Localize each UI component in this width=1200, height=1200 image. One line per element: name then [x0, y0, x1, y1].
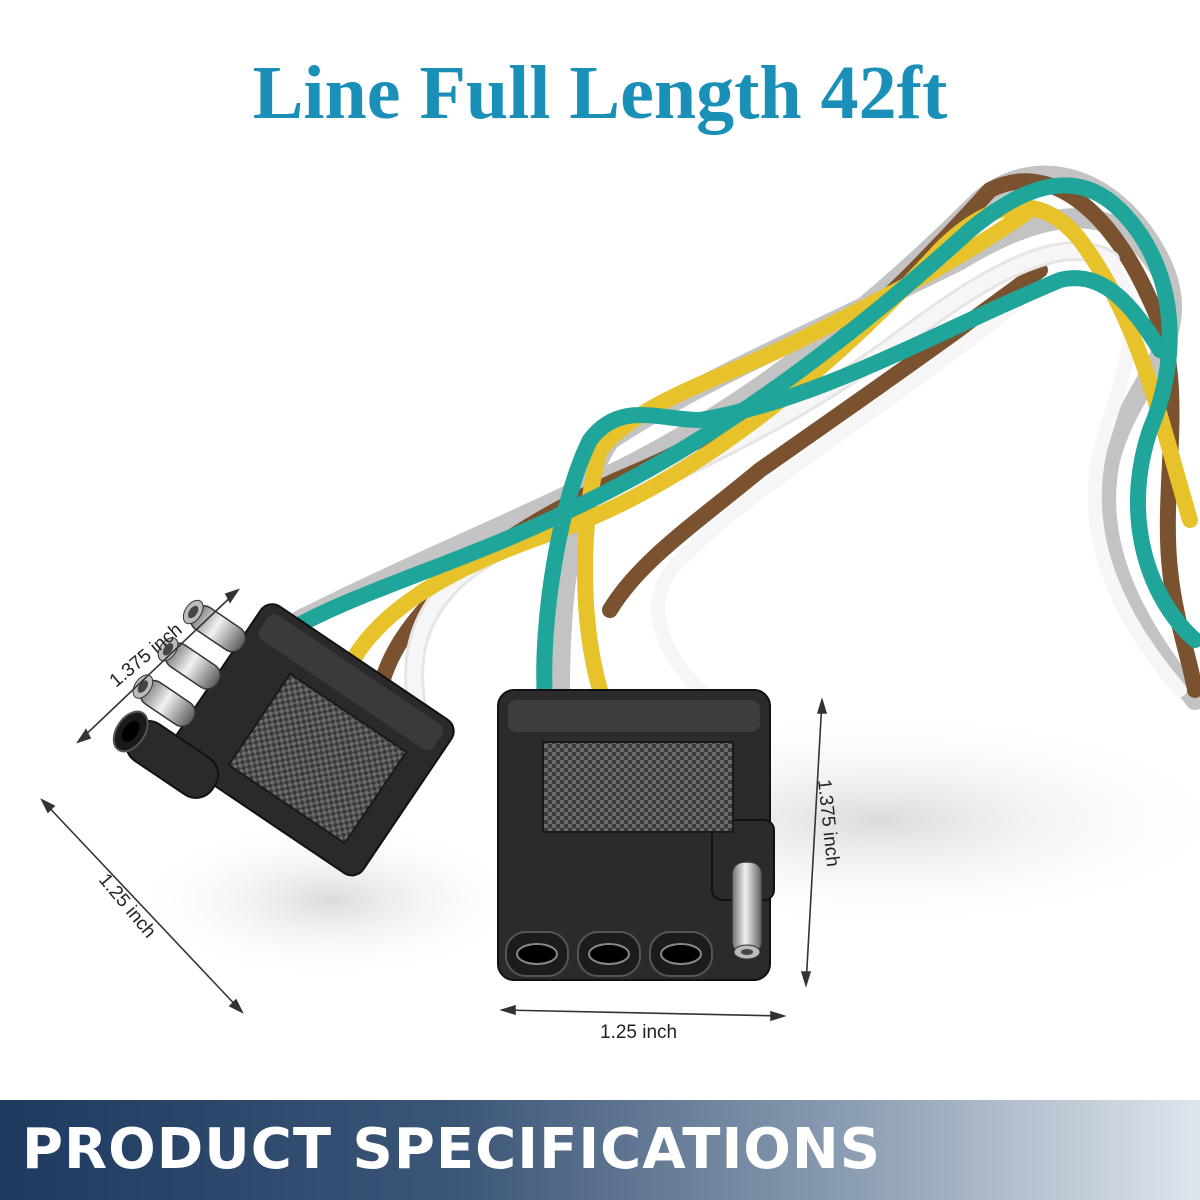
- left-connector: [112, 599, 455, 877]
- floor-shadow: [130, 820, 530, 980]
- socket-icon: [112, 710, 220, 799]
- specifications-banner: PRODUCT SPECIFICATIONS: [0, 1100, 1200, 1200]
- pin-icon: [182, 599, 247, 653]
- product-image: 1.375 inch 1.25 inch 1.375 inch 1.25 inc…: [40, 165, 1200, 1043]
- socket-icon: [505, 931, 569, 977]
- page-title: Line Full Length 42ft: [252, 51, 948, 135]
- carbon-label: [542, 741, 734, 833]
- carbon-label: [227, 672, 408, 845]
- banner-title: PRODUCT SPECIFICATIONS: [22, 1117, 882, 1182]
- pin-icon: [157, 637, 222, 690]
- pin-icon: [731, 861, 763, 960]
- socket-icon: [577, 931, 641, 977]
- dimension-lines: [40, 588, 828, 1022]
- right-connector: [497, 689, 775, 981]
- dimension-label-right-bottom: 1.25 inch: [600, 1022, 677, 1043]
- pin-icon: [132, 674, 196, 728]
- socket-icon: [649, 931, 713, 977]
- wire-bundle: [282, 165, 1200, 730]
